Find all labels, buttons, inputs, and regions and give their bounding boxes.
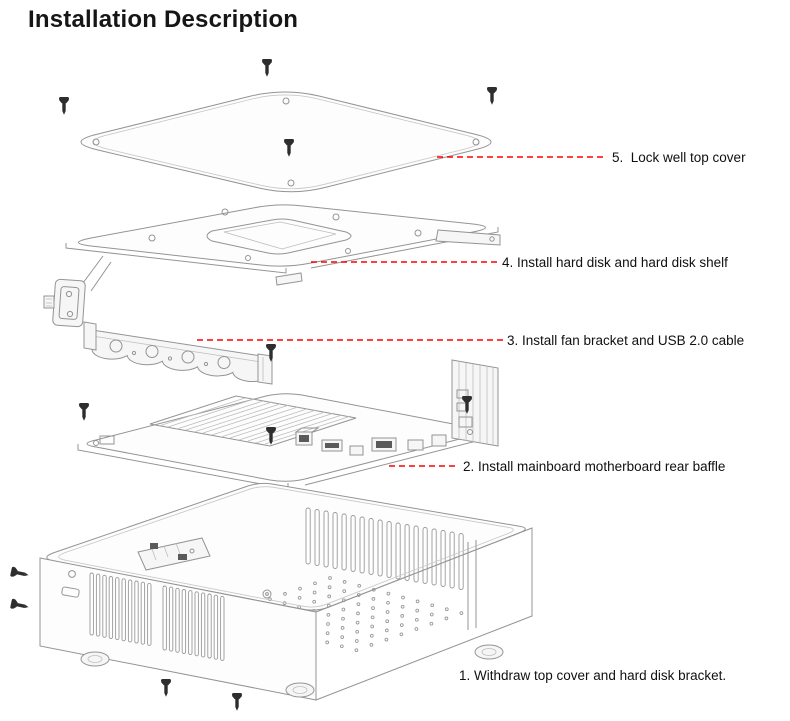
usb-bracket	[43, 255, 112, 328]
mainboard	[77, 359, 499, 490]
hdd-bracket-inside	[137, 537, 211, 571]
screw-icon	[10, 566, 30, 580]
step-label-4: 4. Install hard disk and hard disk shelf	[502, 255, 728, 270]
case-foot	[285, 682, 315, 698]
step-label-5: 5. Lock well top cover	[612, 150, 746, 165]
page-title: Installation Description	[28, 6, 299, 33]
screw-icon	[487, 87, 497, 105]
front-hole	[68, 570, 76, 578]
vent-slots-left-rear	[162, 585, 225, 661]
screw-icon	[79, 403, 89, 421]
rear-baffle	[451, 359, 499, 447]
usb-port	[61, 586, 80, 598]
case-left-face	[39, 557, 317, 701]
top-cover	[80, 91, 492, 193]
board-connector	[99, 435, 115, 445]
fan-bracket	[83, 321, 273, 385]
case-right-face	[315, 527, 533, 701]
io-ports	[294, 427, 447, 456]
vent-slots-left-front	[89, 572, 152, 646]
usb-connector	[43, 295, 55, 309]
cover-screw-hole	[92, 138, 100, 146]
shelf-tab	[275, 272, 303, 286]
bottom-case	[39, 482, 533, 701]
step-label-2: 2. Install mainboard motherboard rear ba…	[463, 459, 726, 474]
corner-hole	[262, 589, 272, 599]
screw-icon	[262, 59, 272, 77]
screw-icon	[10, 598, 30, 612]
screw-icon	[59, 97, 69, 115]
shelf-arm	[435, 229, 501, 246]
leader-lines	[197, 156, 606, 467]
case-foot	[474, 644, 504, 660]
case-foot	[80, 651, 110, 667]
hdd-shelf	[65, 204, 501, 286]
cover-screw-hole	[472, 138, 480, 146]
step-label-1: 1. Withdraw top cover and hard disk brac…	[459, 668, 727, 683]
step-label-3: 3. Install fan bracket and USB 2.0 cable	[507, 333, 745, 348]
screw-icon	[161, 679, 171, 697]
heatsink	[149, 395, 357, 447]
vent-slots-interior	[305, 507, 464, 590]
screw-icon	[232, 693, 242, 711]
shelf-cutout	[206, 218, 352, 255]
case-feet	[80, 644, 504, 698]
cover-screw-hole	[287, 179, 295, 187]
cover-screw-hole	[282, 97, 290, 105]
